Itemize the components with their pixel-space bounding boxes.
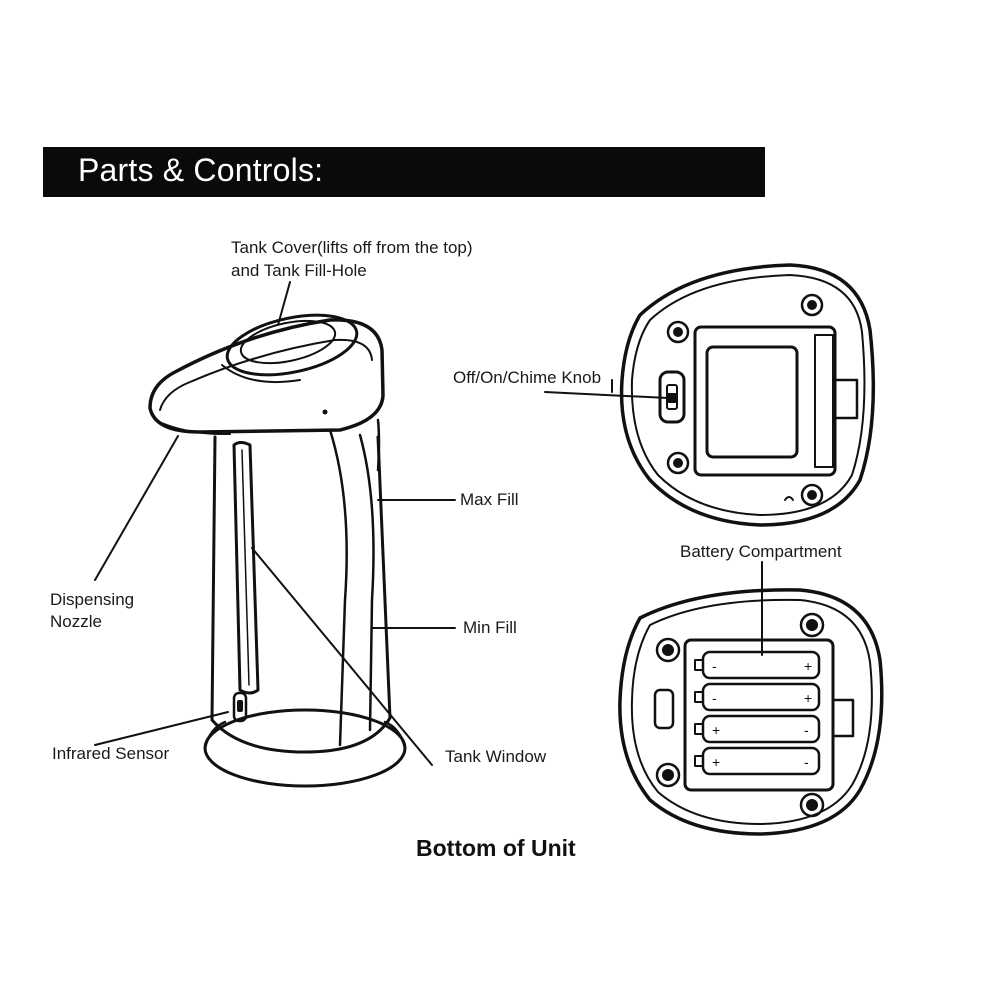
tank-window — [232, 441, 260, 695]
battery — [701, 650, 821, 680]
battery-polarity-mark: - — [712, 658, 717, 674]
label-max-fill: Max Fill — [460, 490, 519, 509]
bottom-view-switch — [619, 263, 876, 527]
header-bar — [43, 147, 765, 197]
bottom-view-batteries: - + - + + - + - — [618, 588, 884, 836]
battery-polarity-mark: - — [712, 690, 717, 706]
label-infrared-sensor: Infrared Sensor — [52, 744, 170, 763]
label-tank-cover-line1: Tank Cover(lifts off from the top) — [231, 238, 473, 257]
battery — [701, 714, 821, 744]
label-tank-cover-line2: and Tank Fill-Hole — [231, 261, 367, 280]
battery-polarity-mark: + — [712, 722, 720, 738]
battery — [701, 746, 821, 776]
dispenser-illustration — [148, 313, 407, 788]
header-title: Parts & Controls: — [78, 152, 324, 188]
tank-cover — [225, 313, 359, 377]
leader-lines — [94, 281, 763, 766]
label-dispensing-line1: Dispensing — [50, 590, 135, 609]
infrared-sensor-window — [232, 691, 248, 723]
battery-polarity-mark: + — [712, 754, 720, 770]
battery-polarity-mark: - — [804, 754, 809, 770]
battery-terminal — [694, 659, 704, 671]
battery-polarity-mark: + — [804, 690, 812, 706]
battery-terminal — [694, 755, 704, 767]
battery — [701, 682, 821, 712]
label-off-on-chime-knob: Off/On/Chime Knob — [453, 368, 602, 387]
dispenser-body — [210, 435, 392, 754]
dispenser-base — [203, 708, 407, 788]
battery-polarity-mark: - — [804, 722, 809, 738]
battery-polarity-mark: + — [804, 658, 812, 674]
label-tank-window: Tank Window — [445, 747, 547, 766]
label-battery-compartment: Battery Compartment — [680, 542, 842, 561]
caption-bottom-of-unit: Bottom of Unit — [416, 835, 576, 861]
label-min-fill: Min Fill — [463, 618, 517, 637]
label-dispensing-line2: Nozzle — [50, 612, 102, 631]
battery-terminal — [694, 723, 704, 735]
battery-terminal — [694, 691, 704, 703]
